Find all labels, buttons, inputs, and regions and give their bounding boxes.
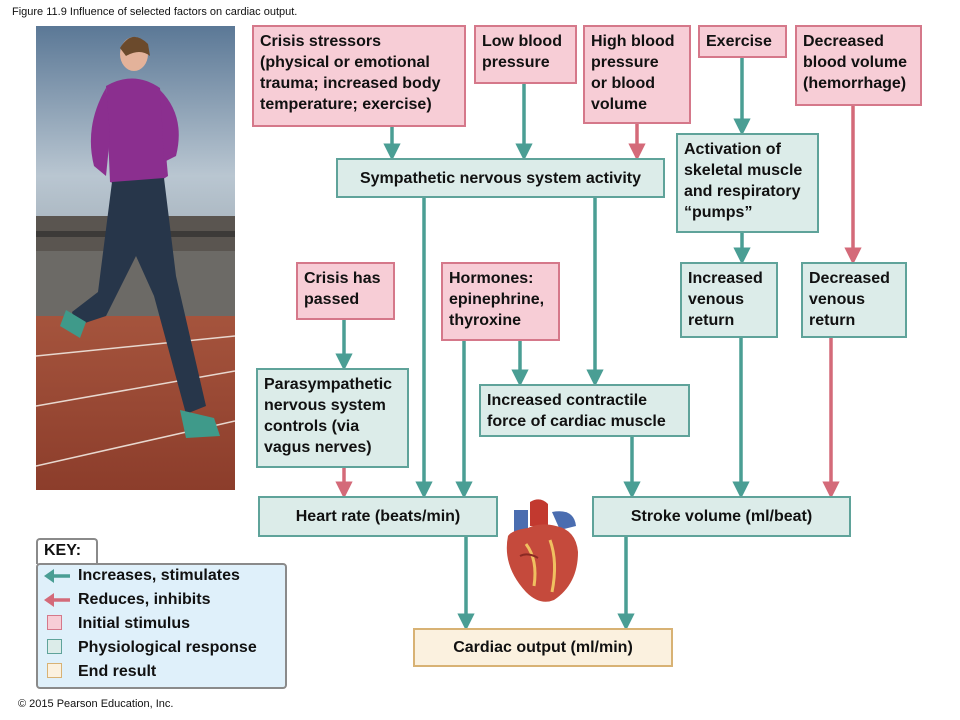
key-label: Physiological response xyxy=(78,639,257,656)
inhibit-arrow-icon xyxy=(44,593,70,607)
box-high-blood-pressure: High blood pressure or blood volume xyxy=(583,25,691,124)
box-heart-rate: Heart rate (beats/min) xyxy=(258,496,498,537)
key-legend: Increases, stimulates Reduces, inhibits … xyxy=(36,563,287,689)
teal-square-icon xyxy=(47,639,62,654)
box-sympathetic-activity: Sympathetic nervous system activity xyxy=(336,158,665,198)
box-parasympathetic: Parasympathetic nervous system controls … xyxy=(256,368,409,468)
figure-title: Figure 11.9 Influence of selected factor… xyxy=(12,6,298,18)
box-decreased-venous-return: Decreased venous return xyxy=(801,262,907,338)
copyright-notice: © 2015 Pearson Education, Inc. xyxy=(18,698,174,710)
box-increased-venous-return: Increased venous return xyxy=(680,262,778,338)
box-crisis-stressors: Crisis stressors (physical or emotional … xyxy=(252,25,466,127)
key-item-initial-stimulus: Initial stimulus xyxy=(44,613,284,635)
heart-icon xyxy=(506,499,578,602)
key-label: End result xyxy=(78,663,157,680)
key-item-end-result: End result xyxy=(44,661,284,683)
pink-square-icon xyxy=(47,615,62,630)
key-label: Reduces, inhibits xyxy=(78,591,211,608)
box-low-blood-pressure: Low blood pressure xyxy=(474,25,577,84)
stimulate-arrow-icon xyxy=(44,569,70,583)
key-item-inhibit: Reduces, inhibits xyxy=(44,589,284,611)
key-title: KEY: xyxy=(36,538,98,564)
key-label: Increases, stimulates xyxy=(78,567,240,584)
box-crisis-passed: Crisis has passed xyxy=(296,262,395,320)
key-item-physiological-response: Physiological response xyxy=(44,637,284,659)
key-item-stimulate: Increases, stimulates xyxy=(44,565,284,587)
box-exercise: Exercise xyxy=(698,25,787,58)
tan-square-icon xyxy=(47,663,62,678)
box-hormones: Hormones: epinephrine, thyroxine xyxy=(441,262,560,341)
box-decreased-blood-volume: Decreased blood volume (hemorrhage) xyxy=(795,25,922,106)
box-stroke-volume: Stroke volume (ml/beat) xyxy=(592,496,851,537)
box-activation-pumps: Activation of skeletal muscle and respir… xyxy=(676,133,819,233)
runner-photo xyxy=(36,26,235,490)
box-cardiac-output: Cardiac output (ml/min) xyxy=(413,628,673,667)
key-label: Initial stimulus xyxy=(78,615,191,632)
box-increased-contractile-force: Increased contractile force of cardiac m… xyxy=(479,384,690,437)
